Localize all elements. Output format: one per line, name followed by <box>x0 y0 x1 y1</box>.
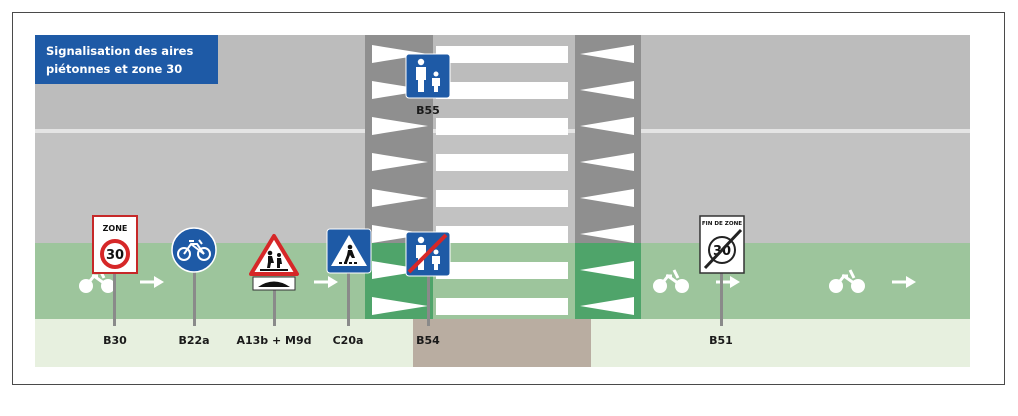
shark-tooth-right <box>580 189 634 207</box>
bicycle-icon <box>177 239 211 261</box>
shark-tooth-right <box>580 81 634 99</box>
bike-marking-3 <box>829 269 865 293</box>
pole-b22a <box>193 272 196 326</box>
label-b22a: B22a <box>178 334 209 347</box>
pole-b51 <box>720 272 723 326</box>
shark-teeth-left <box>372 45 428 315</box>
road-lower-lane <box>35 133 970 243</box>
sign-b22a <box>171 227 217 273</box>
end-zone-red-bar <box>407 233 448 274</box>
shark-tooth-left <box>372 45 428 63</box>
shark-tooth-right <box>580 297 634 315</box>
bike-marking-1 <box>79 269 115 293</box>
sign-c20a <box>326 228 372 274</box>
shark-tooth-left <box>372 81 428 99</box>
bike-arrow-1 <box>140 276 164 288</box>
crossing-paving <box>413 319 591 367</box>
sign-b30: ZONE 30 <box>92 215 138 274</box>
shark-tooth-left <box>372 225 428 243</box>
sign-a13b-m9d <box>249 234 299 291</box>
label-b30: B30 <box>103 334 127 347</box>
shark-tooth-left <box>372 297 428 315</box>
shark-tooth-right <box>580 117 634 135</box>
pole-b54 <box>427 275 430 326</box>
sign-b55 <box>405 53 451 99</box>
shark-tooth-left <box>372 117 428 135</box>
label-b51: B51 <box>709 334 733 347</box>
children-crossing-icon <box>260 250 288 271</box>
shark-tooth-left <box>372 153 428 171</box>
bike-arrow-4 <box>892 276 916 288</box>
zebra-stripe <box>436 190 568 207</box>
sign-b54 <box>405 231 451 277</box>
pedestrian-crossing-icon <box>339 244 357 264</box>
pole-a13b <box>273 290 276 326</box>
sign-b30-zone-text: ZONE <box>103 224 128 233</box>
pole-c20a <box>347 272 350 326</box>
sign-b51-top-text: FIN DE ZONE <box>702 221 742 227</box>
shark-tooth-right <box>580 225 634 243</box>
sign-b51: FIN DE ZONE 30 <box>699 215 745 274</box>
end-zone-diagonal <box>703 228 743 270</box>
shark-tooth-left <box>372 189 428 207</box>
bike-arrow-3 <box>716 276 740 288</box>
zebra-stripe <box>436 118 568 135</box>
label-a13b-m9d: A13b + M9d <box>236 334 311 347</box>
zebra-stripe <box>436 82 568 99</box>
bike-marking-2 <box>653 269 689 293</box>
speed-bump-icon <box>258 281 290 287</box>
sign-b30-value: 30 <box>106 248 124 263</box>
pole-b30 <box>113 272 116 326</box>
zebra-stripe <box>436 298 568 315</box>
zebra-stripe <box>436 262 568 279</box>
crossing-band-right <box>575 35 641 243</box>
shark-tooth-right <box>580 261 634 279</box>
shark-tooth-right <box>580 153 634 171</box>
shark-tooth-left <box>372 261 428 279</box>
zebra-stripe <box>436 46 568 63</box>
bike-arrow-2 <box>314 276 338 288</box>
label-b54: B54 <box>416 334 440 347</box>
zebra-stripe <box>436 154 568 171</box>
zebra-crossing <box>436 46 568 315</box>
pedestrians-icon <box>416 58 440 92</box>
shark-teeth-right <box>580 45 634 315</box>
title-line-1: Signalisation des aires <box>46 44 193 58</box>
title-box <box>35 35 218 84</box>
zebra-stripe <box>436 226 568 243</box>
shark-tooth-right <box>580 45 634 63</box>
label-b55: B55 <box>416 104 440 117</box>
title-line-2: piétonnes et zone 30 <box>46 62 182 76</box>
label-c20a: C20a <box>333 334 364 347</box>
